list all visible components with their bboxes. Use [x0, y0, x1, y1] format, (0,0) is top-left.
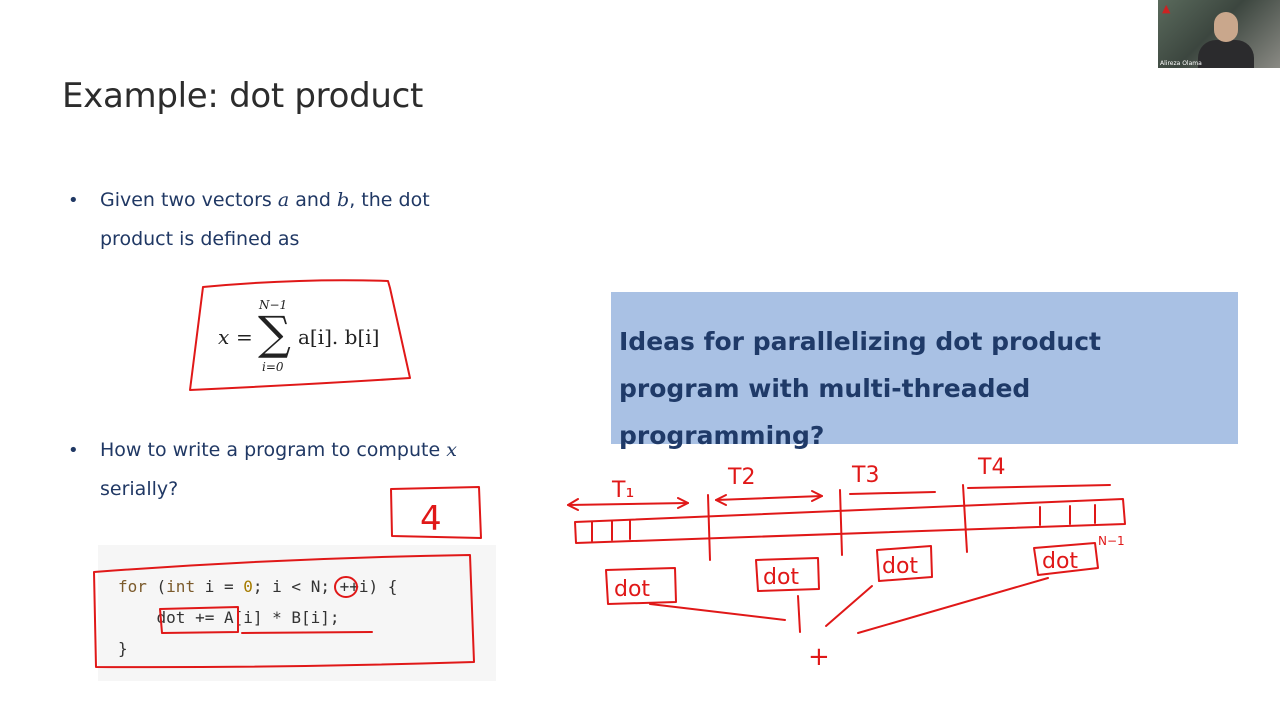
ink-t2-arrow	[715, 495, 823, 501]
ink-n-minus-1: N−1	[1098, 534, 1125, 548]
ink-t2-arrowhead	[811, 490, 823, 502]
ink-t3-label: T3	[851, 463, 879, 488]
ink-t2-label: T2	[727, 465, 755, 490]
ink-reduce-line	[857, 577, 1049, 634]
dot-product-formula: x = N−1 ∑ i=0 a[i]. b[i]	[218, 298, 398, 378]
ink-partial-dot-label: dot	[1042, 549, 1078, 574]
participant-name: Alireza Olama	[1160, 60, 1202, 67]
org-logo-icon: ▲	[1162, 2, 1171, 15]
participant-video-torso	[1198, 40, 1254, 68]
ink-t1-label: T₁	[611, 478, 634, 503]
ink-partial-dot-box	[605, 567, 677, 605]
formula-equals: =	[236, 325, 253, 349]
ink-partial-dot-box	[876, 545, 933, 582]
webcam-thumbnail[interactable]: ▲ Alireza Olama	[1158, 0, 1280, 68]
ink-t1-arrowhead	[567, 498, 579, 511]
ink-reduce-line	[825, 585, 873, 627]
ink-t4-line	[967, 484, 1111, 489]
bullet-definition: • Given two vectors a and b, the dot pro…	[68, 181, 508, 259]
ink-partial-dot-box	[755, 557, 820, 592]
code-line-for: for (int i = 0; i < N; ++i) {	[118, 577, 398, 596]
bullet-text: Given two vectors a and b, the dot produ…	[100, 189, 430, 250]
formula-body: a[i]. b[i]	[298, 325, 380, 349]
ink-array-bar	[574, 498, 1126, 544]
ink-reduce-line	[797, 595, 801, 633]
sum-lower-limit: i=0	[262, 360, 284, 374]
ink-partial-dot-label: dot	[614, 577, 650, 602]
discussion-callout: Ideas for parallelizing dot product prog…	[611, 292, 1238, 450]
ink-reduce-line	[649, 603, 786, 621]
formula-lhs: x	[218, 325, 230, 349]
ink-partial-dot-label: dot	[882, 554, 918, 579]
ink-divider	[962, 484, 968, 553]
ink-divider	[839, 489, 843, 556]
bullet-text: How to write a program to compute x seri…	[100, 439, 457, 500]
code-line-close: }	[118, 639, 128, 658]
ink-t1-arrow	[567, 502, 689, 506]
ink-total-label: +	[808, 642, 830, 672]
bullet-dot: •	[68, 440, 79, 461]
slide-title: Example: dot product	[62, 76, 424, 116]
code-line-body: dot += A[i] * B[i];	[118, 608, 340, 627]
ink-t3-line	[849, 491, 936, 495]
bullet-dot: •	[68, 190, 79, 211]
summation-symbol: ∑	[258, 306, 291, 360]
participant-video-head	[1214, 12, 1238, 42]
callout-text: Ideas for parallelizing dot product prog…	[619, 327, 1101, 450]
ink-partial-dot-box	[1033, 542, 1099, 576]
ink-divider	[707, 494, 711, 561]
ink-t2-arrowhead	[715, 494, 727, 506]
ink-partial-dot-label: dot	[763, 565, 799, 590]
bullet-serial-question: • How to write a program to compute x se…	[68, 431, 508, 509]
ink-t1-arrowhead	[677, 497, 689, 509]
